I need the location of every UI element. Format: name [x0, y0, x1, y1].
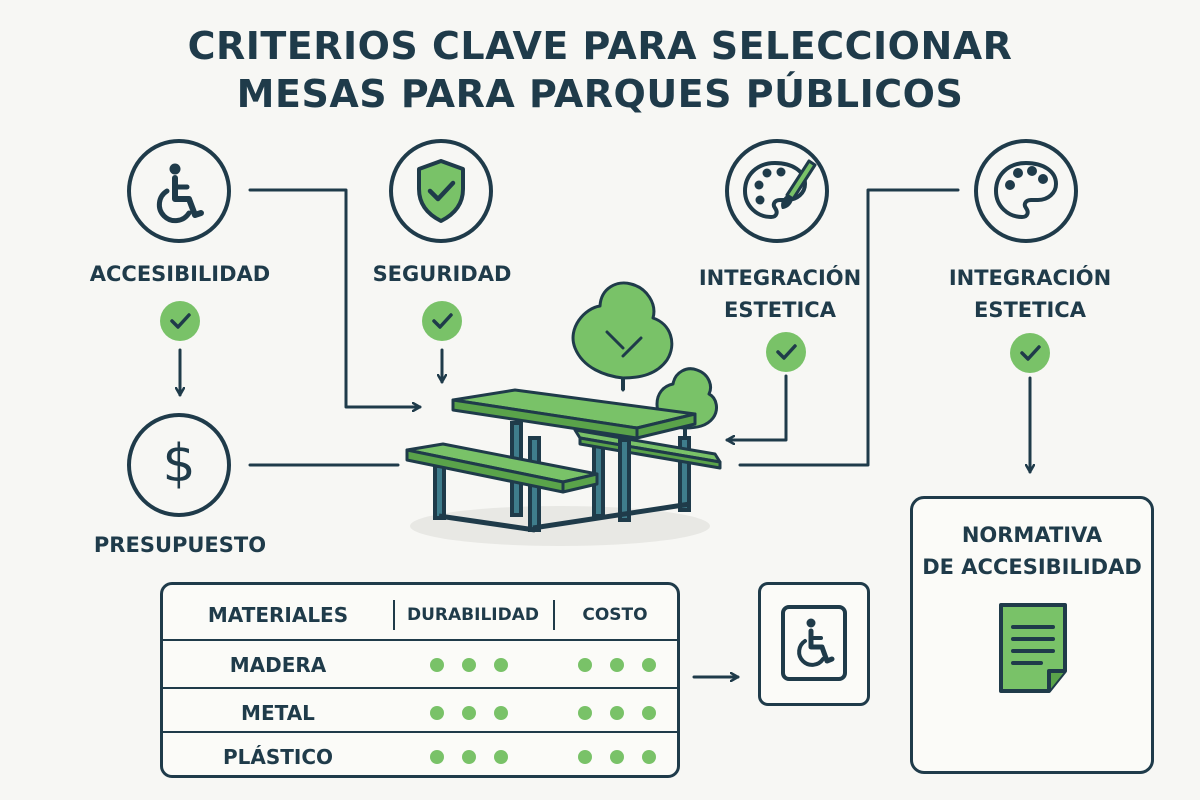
- integracion-estetica-check-icon-1: [766, 332, 806, 372]
- integracion-estetica-check-icon-2: [1010, 333, 1050, 373]
- rating-dot: [578, 750, 592, 764]
- rating-dot: [610, 658, 624, 672]
- table-row: METAL: [163, 687, 677, 737]
- costo-rating: [569, 705, 665, 721]
- rating-dot: [578, 706, 592, 720]
- rating-dot: [610, 706, 624, 720]
- normativa-box: NORMATIVA DE ACCESIBILIDAD: [910, 496, 1154, 774]
- seguridad-circle: [389, 139, 493, 243]
- front-bench: [405, 442, 599, 494]
- rating-dot: [494, 658, 508, 672]
- rating-dot: [462, 658, 476, 672]
- rating-dot: [462, 706, 476, 720]
- page-title: CRITERIOS CLAVE PARA SELECCIONAR MESAS P…: [0, 22, 1200, 118]
- costo-rating: [569, 657, 665, 673]
- rating-dot: [430, 706, 444, 720]
- accessibility-sign-box: [758, 582, 870, 706]
- integracion-estetica-circle-1: [725, 139, 829, 243]
- document-icon: [999, 603, 1067, 693]
- normativa-title: NORMATIVA DE ACCESIBILIDAD: [922, 523, 1142, 579]
- rating-dot: [430, 658, 444, 672]
- integracion-estetica-label-2: INTEGRACIÓN ESTETICA: [948, 266, 1112, 322]
- title-line-1: CRITERIOS CLAVE PARA SELECCIONAR: [187, 24, 1013, 68]
- integracion-estetica-label-1: INTEGRACIÓN ESTETICA: [698, 266, 862, 322]
- header-materiales: MATERIALES: [207, 603, 349, 627]
- accesibilidad-circle: [127, 139, 231, 243]
- rating-dot: [430, 750, 444, 764]
- rating-dot: [494, 750, 508, 764]
- title-line-2: MESAS PARA PARQUES PÚBLICOS: [236, 72, 964, 116]
- picnic-table-illustration: [405, 281, 722, 546]
- palette-icon: [994, 161, 1058, 219]
- rating-dot: [610, 750, 624, 764]
- dollar-icon: $: [162, 434, 195, 494]
- wheelchair-icon: [156, 163, 204, 224]
- rating-dot: [642, 658, 656, 672]
- rating-dot: [578, 658, 592, 672]
- header-costo: COSTO: [582, 605, 648, 625]
- table-header-row: MATERIALES DURABILIDAD COSTO: [163, 591, 677, 639]
- material-name: PLÁSTICO: [222, 745, 334, 769]
- rating-dot: [642, 750, 656, 764]
- seguridad-label: SEGURIDAD: [372, 262, 512, 286]
- rating-dot: [642, 706, 656, 720]
- wheelchair-sign-icon: [781, 605, 847, 681]
- durabilidad-rating: [421, 705, 517, 721]
- back-bench: [573, 428, 722, 470]
- rating-dot: [494, 706, 508, 720]
- svg-text:$: $: [162, 434, 195, 494]
- palette-brush-icon: [743, 159, 817, 219]
- durabilidad-rating: [421, 657, 517, 673]
- rating-dot: [462, 750, 476, 764]
- shield-check-icon: [417, 159, 465, 223]
- table-top: [451, 388, 697, 440]
- durabilidad-rating: [421, 749, 517, 765]
- integracion-estetica-circle-2: [974, 139, 1078, 243]
- presupuesto-circle: $: [127, 413, 231, 517]
- table-row: MADERA: [163, 639, 677, 689]
- presupuesto-label: PRESUPUESTO: [93, 533, 267, 557]
- materials-table: MATERIALES DURABILIDAD COSTO MADERA META…: [160, 582, 680, 778]
- accesibilidad-check-icon: [160, 301, 200, 341]
- accesibilidad-label: ACCESIBILIDAD: [89, 262, 271, 286]
- costo-rating: [569, 749, 665, 765]
- material-name: MADERA: [229, 653, 327, 677]
- header-durabilidad: DURABILIDAD: [407, 605, 539, 625]
- seguridad-check-icon: [422, 301, 462, 341]
- tree-large-icon: [571, 281, 674, 392]
- table-row: PLÁSTICO: [163, 731, 677, 781]
- material-name: METAL: [241, 701, 315, 725]
- arrow-integracion-to-table: [725, 374, 788, 440]
